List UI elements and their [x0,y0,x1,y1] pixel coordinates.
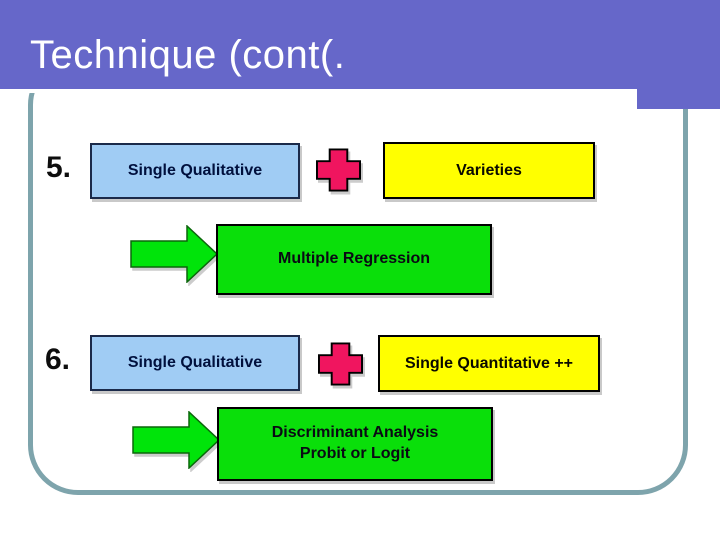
target-box-6-label: Single Quantitative ++ [404,354,574,372]
source-box-5-label: Single Qualitative [127,162,263,179]
plus-icon [318,342,363,386]
target-box-5: Varieties [383,142,595,199]
method-box-5: Multiple Regression [216,224,492,295]
arrow-right-icon [130,225,218,283]
header-underline [0,89,637,93]
header-bar-top-right-step [688,9,720,13]
source-box-5: Single Qualitative [90,143,300,199]
slide-title: Technique (cont(. [30,33,346,77]
method-box-5-line1: Multiple Regression [277,250,431,268]
arrow-right-icon [132,411,220,469]
plus-icon [316,148,361,192]
target-box-6: Single Quantitative ++ [378,335,600,392]
item-number-5: 5. [46,151,72,184]
header-bar-right-extension [637,12,720,109]
source-box-6-label: Single Qualitative [127,354,263,371]
item-number-6: 6. [45,343,71,376]
method-box-6: Discriminant Analysis Probit or Logit [217,407,493,481]
target-box-5-label: Varieties [456,161,522,179]
header-bar [0,0,720,93]
method-box-6-line2: Probit or Logit [299,445,411,462]
method-box-6-line1: Discriminant Analysis [271,424,439,442]
source-box-6: Single Qualitative [90,335,300,391]
